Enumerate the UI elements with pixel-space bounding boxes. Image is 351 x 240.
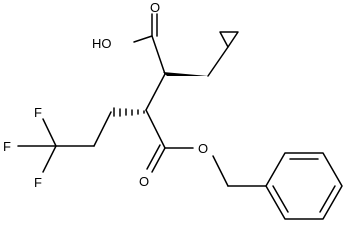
bond-ester-c-o-double-b xyxy=(146,144,161,170)
atom-label-fluorine-top: F xyxy=(34,105,42,120)
phenyl-inner-bond-left xyxy=(272,185,289,213)
bond-acid-c-oh xyxy=(133,35,153,43)
bond-ch2-cyclopropyl xyxy=(207,46,229,77)
wedge-bond-alpha-ch2 xyxy=(163,72,208,76)
atom-label-fluorine-left: F xyxy=(3,139,11,154)
bond-cf3-f-top xyxy=(42,118,57,147)
hashed-bond-beta-chain xyxy=(113,107,145,117)
bond-ester-c-o-double-a xyxy=(151,147,166,173)
atom-label-ester-carbonyl-oxygen: O xyxy=(139,174,149,189)
structure-canvas: HO O O O F F F xyxy=(3,0,343,220)
bond-beta-ester-c xyxy=(145,109,166,149)
bond-acid-c-alpha xyxy=(151,35,166,75)
phenyl-inner-bond-right xyxy=(319,185,336,213)
bond-cf3-f-bottom xyxy=(42,145,57,173)
bond-o-benzyl-ch2 xyxy=(212,155,229,187)
chemical-structure-diagram: HO O O O F F F xyxy=(3,0,343,220)
atom-label-ester-oxygen: O xyxy=(198,141,208,156)
atom-label-fluorine-bottom: F xyxy=(34,175,42,190)
cyclopropyl-ring xyxy=(219,31,239,48)
atom-label-acid-carbonyl-oxygen: O xyxy=(150,0,160,15)
atom-label-hydroxyl: HO xyxy=(92,36,112,51)
phenyl-ring xyxy=(265,152,343,220)
bond-alpha-beta xyxy=(145,73,166,111)
bond-chain-1 xyxy=(93,111,112,147)
